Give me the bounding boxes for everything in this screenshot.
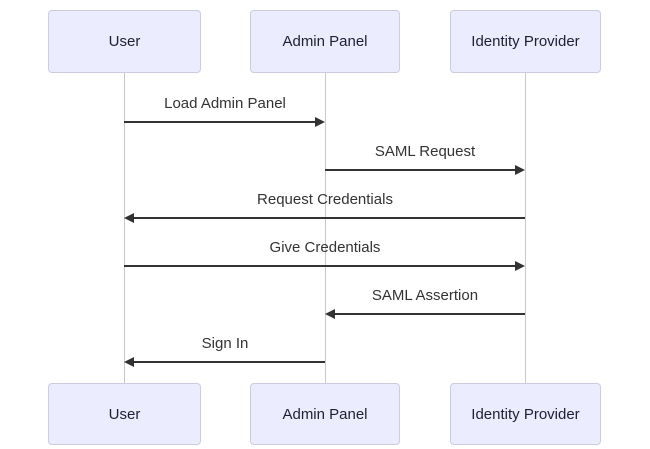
message-line	[134, 361, 325, 363]
message-line	[134, 217, 525, 219]
actor-label-identity-provider: Identity Provider	[471, 405, 580, 423]
arrowhead-left-icon	[124, 357, 134, 367]
actor-label-user: User	[108, 405, 141, 423]
message-label: Give Credentials	[269, 239, 381, 256]
lifeline-admin-panel	[325, 73, 326, 383]
arrowhead-left-icon	[325, 309, 335, 319]
message-label: Load Admin Panel	[164, 95, 286, 112]
message-line	[335, 313, 525, 315]
message-line	[124, 265, 515, 267]
actor-label-identity-provider: Identity Provider	[471, 33, 580, 50]
actor-box-user-top: User	[48, 10, 201, 73]
message-label: SAML Assertion	[371, 287, 479, 304]
arrowhead-left-icon	[124, 213, 134, 223]
message-label: Request Credentials	[257, 191, 393, 208]
message-label: Sign In	[201, 335, 249, 352]
arrowhead-right-icon	[515, 261, 525, 271]
actor-box-admin-panel-top: Admin Panel	[250, 10, 400, 73]
actor-box-identity-provider-bottom: Identity Provider	[450, 383, 601, 445]
lifeline-user	[124, 73, 125, 383]
actor-box-user-bottom: User	[48, 383, 201, 445]
arrowhead-right-icon	[315, 117, 325, 127]
actor-box-admin-panel-bottom: Admin Panel	[250, 383, 400, 445]
message-line	[124, 121, 315, 123]
actor-box-identity-provider-top: Identity Provider	[450, 10, 601, 73]
message-line	[325, 169, 515, 171]
actor-label-admin-panel: Admin Panel	[282, 33, 368, 50]
arrowhead-right-icon	[515, 165, 525, 175]
message-label: SAML Request	[374, 143, 476, 160]
lifeline-identity-provider	[525, 73, 526, 383]
actor-label-admin-panel: Admin Panel	[282, 405, 368, 423]
actor-label-user: User	[108, 33, 141, 50]
